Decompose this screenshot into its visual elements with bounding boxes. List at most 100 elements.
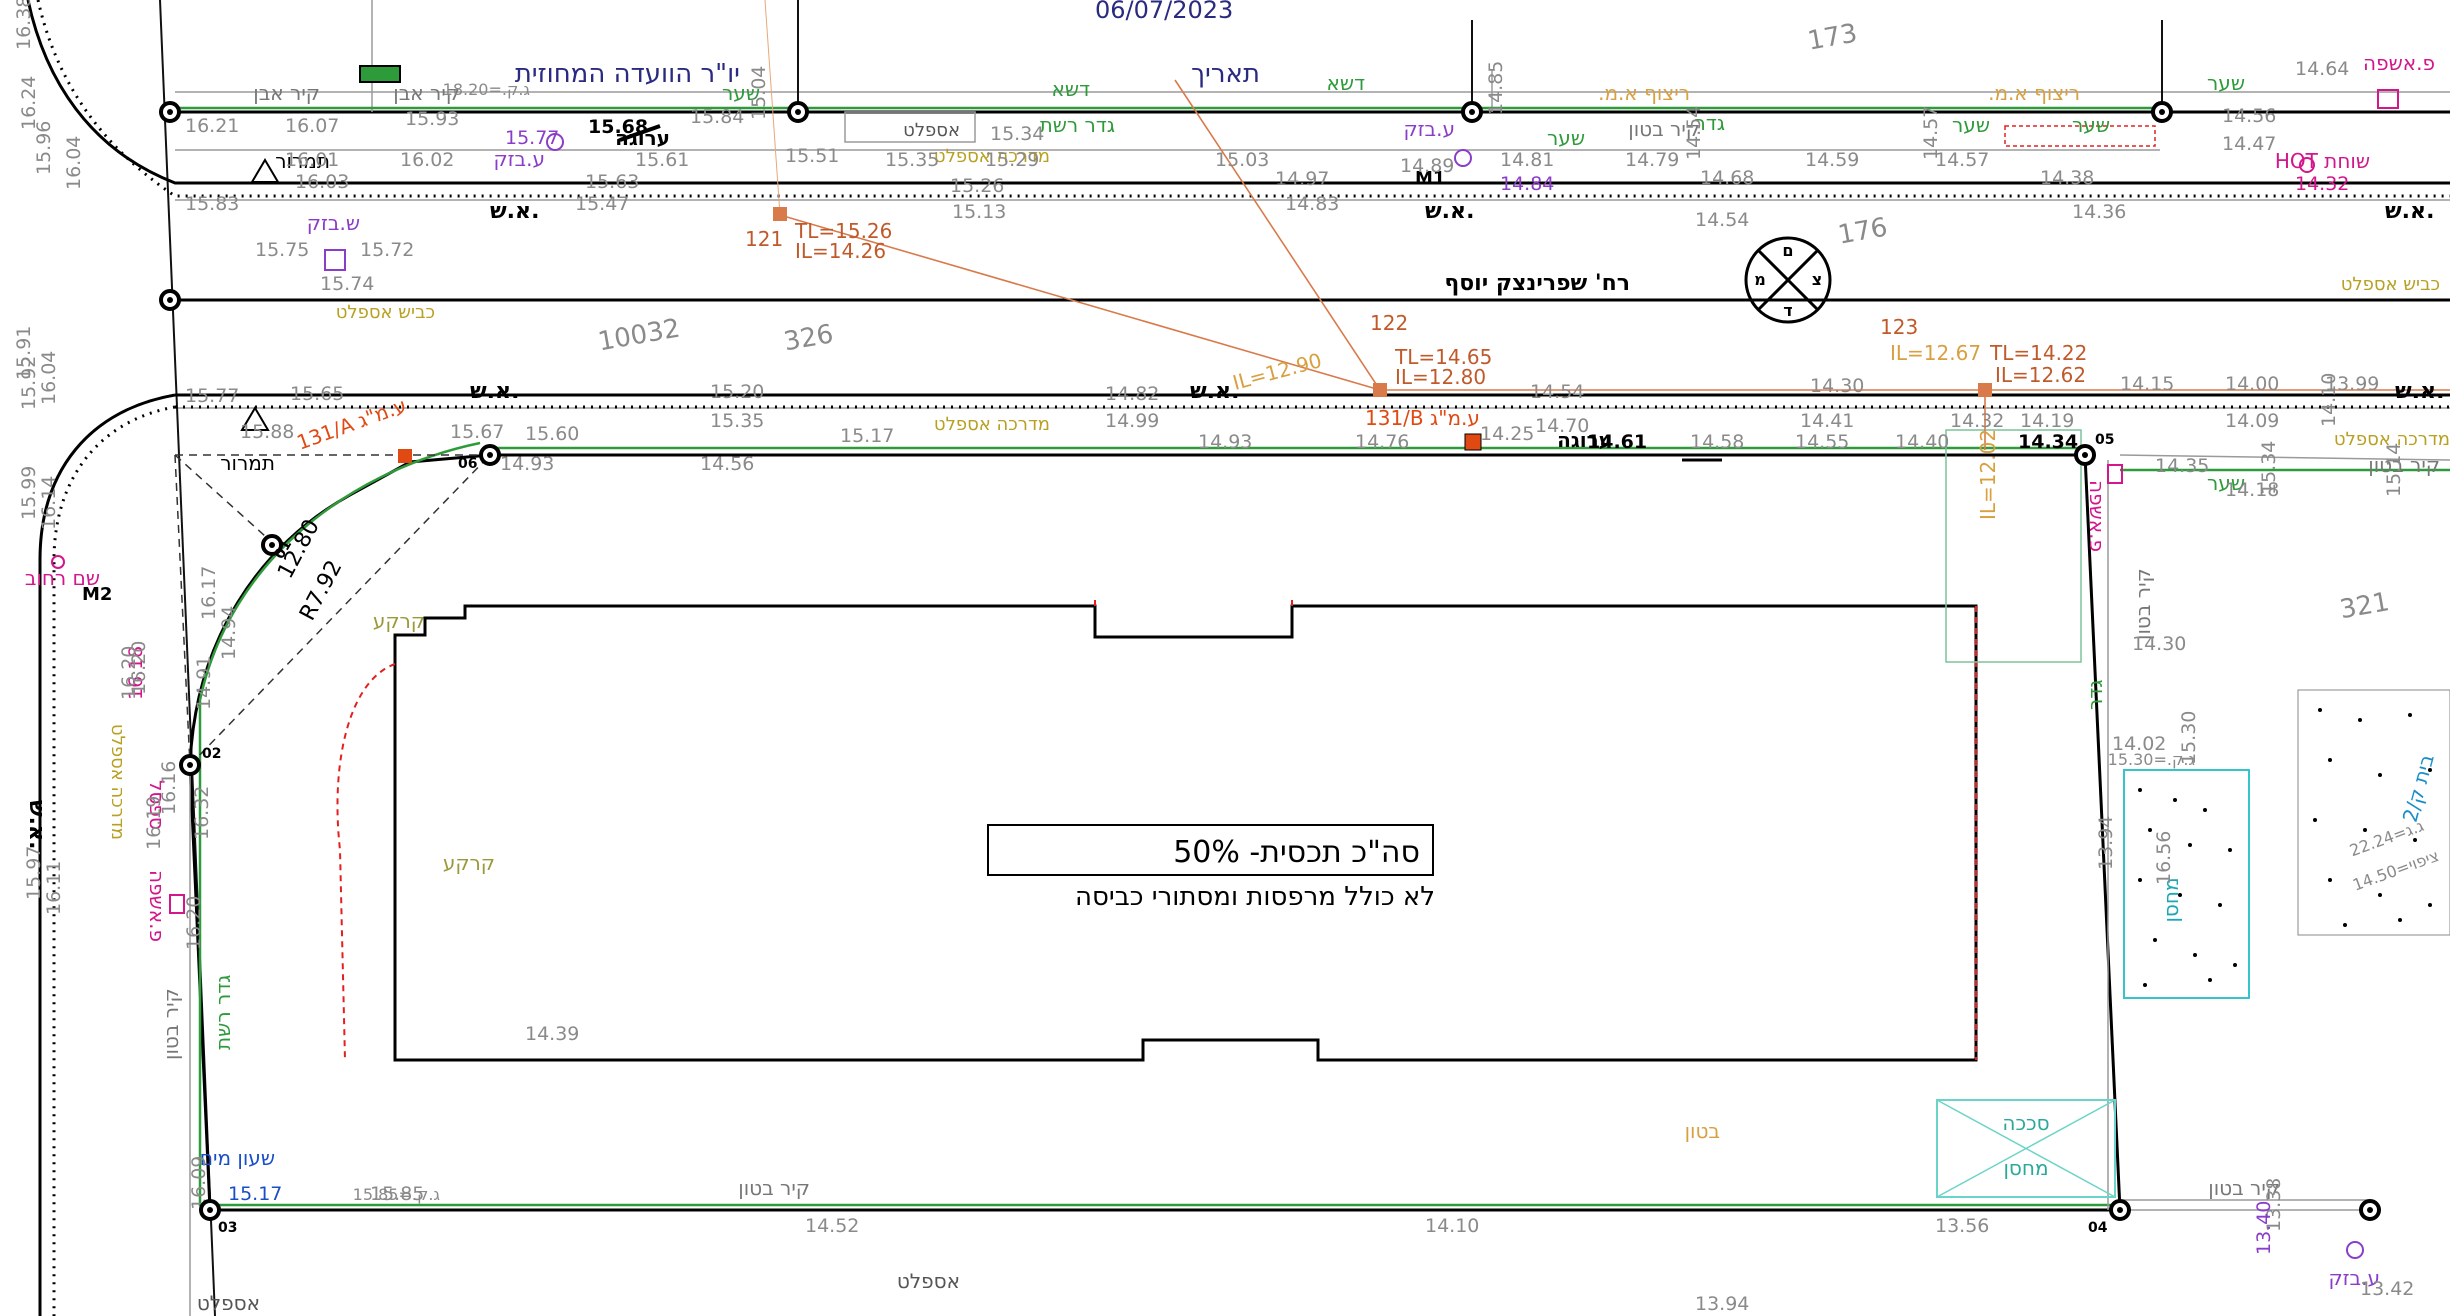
road-lines	[159, 0, 2450, 1316]
spot-level: 13.38	[2263, 1178, 2285, 1232]
tile-label-1: ריצוף א.מ.	[1598, 81, 1690, 105]
railway-track	[26, 0, 2450, 1316]
rail-label-1: א.ש.	[490, 199, 539, 224]
store-roof-elev: ג.ק.=15.30	[2108, 750, 2196, 769]
spot-level: 15.51	[785, 145, 839, 167]
grass-label-2: דשא	[1327, 71, 1366, 95]
spot-level: 16.24	[18, 76, 40, 130]
spot-level: 15.93	[405, 108, 459, 130]
spot-level: 15.35	[710, 410, 764, 432]
spot-level: 15.67	[450, 421, 504, 443]
bezeq-label-1: ע.בזק	[493, 147, 545, 171]
spot-level: 15.74	[320, 273, 374, 295]
spot-level: 15.96	[33, 121, 55, 175]
spot-level: 14.15	[2120, 373, 2174, 395]
net-fence-label-2: גדר רשת	[211, 975, 235, 1050]
right-edge-wall: קיר בטון	[2368, 453, 2440, 477]
spot-level: 14.91	[193, 656, 215, 710]
arc-construction	[174, 454, 491, 766]
spot-level: 15.83	[185, 193, 239, 215]
wall-top-elev: ג.ק.=18.20	[443, 80, 531, 99]
drainage-lines	[398, 0, 2450, 463]
right-wall-label: קיר בטון	[2131, 568, 2155, 640]
manhole-123-tl: TL=14.22	[1989, 341, 2087, 365]
spot-level: 16.07	[285, 115, 339, 137]
spot-level: 13.94	[2095, 816, 2117, 870]
side-structures	[1936, 429, 2450, 1198]
manhole-122-il: IL=12.80	[1395, 365, 1486, 389]
spot-level: 16.04	[63, 136, 85, 190]
spot-level: 15.88	[240, 421, 294, 443]
rail-label-5: א.ש.	[1190, 379, 1239, 404]
spot-level: 16.18	[125, 646, 147, 700]
spot-level: 16.03	[295, 171, 349, 193]
approval-text: יו"ר הוועדה המחוזית	[515, 59, 740, 89]
spot-level: 16.19	[143, 796, 165, 850]
spot-level: 15.03	[1215, 149, 1269, 171]
rail-label-3: א.ש.	[2385, 199, 2434, 224]
fence-right-label: גדר	[2083, 680, 2107, 710]
spot-level: 14.02	[2112, 733, 2166, 755]
svg-text:ד: ד	[1783, 301, 1792, 320]
spot-level: 14.70	[1535, 415, 1589, 437]
elevation-notes: ג.ק.=18.20 ג.ק.=15.85 ג.ג=22.24 ציפוי=14…	[353, 80, 2442, 1204]
rail-label-4: א.ש.	[470, 379, 519, 404]
drain-b-label: 131/B ע.מ"ג	[1365, 406, 1480, 430]
spot-level: 14.34	[2018, 431, 2078, 453]
date-text: 06/07/2023	[1095, 0, 1233, 24]
spot-level: 16.01	[285, 149, 339, 171]
spot-level: 15.17	[228, 1183, 282, 1205]
spot-level: 14.55	[1795, 431, 1849, 453]
plot-176: 176	[1836, 212, 1890, 250]
spot-level: 15.13	[952, 201, 1006, 223]
spot-level: 15.97	[23, 846, 45, 900]
planter-label-2: ערוגה	[1557, 428, 1612, 452]
spot-level: 14.54	[1530, 381, 1584, 403]
bottom-right-wall: קיר בטון	[2208, 1176, 2280, 1200]
corner-02: 02	[202, 746, 221, 762]
wall-low-elev: ג.ק.=15.85	[353, 1185, 441, 1204]
manhole-121-id: 121	[745, 227, 783, 251]
spot-level: 15.34	[990, 123, 1044, 145]
coverage-note: לא כולל מרפסות ומסתורי כביסה	[1075, 882, 1435, 912]
spot-level: 16.04	[38, 351, 60, 405]
spot-level: 14.85	[1485, 61, 1507, 115]
spot-level: 14.40	[1895, 431, 1949, 453]
spot-level: 15.68	[588, 116, 648, 138]
traffic-sign-label-1: תמרור	[275, 149, 330, 173]
main-road-label: רח' שפרינצק יוסף	[1444, 271, 1630, 296]
road-label-left: כביש אספלט	[336, 302, 435, 323]
plot-10032: 10032	[596, 313, 683, 357]
asphalt-label-left: אספלט	[197, 1291, 260, 1315]
spot-level: 14.47	[2222, 133, 2276, 155]
spot-level: 13.40	[2253, 1201, 2275, 1255]
net-fence-label-1: גדר רשת	[1040, 113, 1115, 137]
manhole-121-il: IL=14.26	[795, 239, 886, 263]
spot-level: 14.93	[500, 453, 554, 475]
arc-labels: 12.80 R7.92	[273, 515, 347, 624]
spot-level: 16.16	[158, 761, 180, 815]
spot-level: 14.56	[2222, 105, 2276, 127]
manhole-123-il: IL=12.62	[1995, 363, 2086, 387]
spot-level: 15.77	[505, 127, 559, 149]
spot-level: 14.89	[1400, 155, 1454, 177]
rail-label-7: א.ש.	[24, 800, 49, 849]
spot-level: 13.94	[1695, 1293, 1749, 1315]
spot-level: 16.09	[188, 1156, 210, 1210]
gate-label-2: שער	[1547, 126, 1585, 150]
spot-level: 13.42	[2360, 1278, 2414, 1300]
bezeq-label-3: ע.בזק	[2328, 1266, 2380, 1290]
spot-level: 16.56	[2153, 831, 2175, 885]
spot-level: 15.65	[290, 383, 344, 405]
sidewalk-label-4: מדרכה אספלט	[107, 724, 128, 840]
spot-level: 13.99	[2325, 373, 2379, 395]
spot-level: 13.56	[1935, 1215, 1989, 1237]
spot-level: 14.32	[1950, 410, 2004, 432]
spot-level: 14.54	[1683, 106, 1705, 160]
top-boundaries	[371, 0, 2163, 112]
spot-level: 14.41	[1800, 410, 1854, 432]
manhole-121-tl: TL=15.26	[794, 219, 892, 243]
bezeq-manhole-label: ש.בזק	[307, 211, 360, 235]
